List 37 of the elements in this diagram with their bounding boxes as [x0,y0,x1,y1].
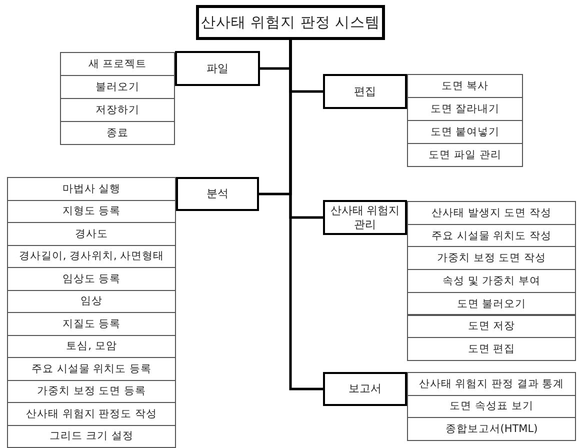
item-box: 도면 파일 관리 [407,143,523,167]
item-box: 도면 속성표 보기 [407,394,576,418]
item-box: 그리드 크기 설정 [7,424,176,448]
item-box: 종합보고서(HTML) [407,417,576,440]
item-box: 산사태 발생지 도면 작성 [407,201,576,225]
item-box: 도면 잘라내기 [407,97,523,121]
item-box: 경사길이, 경사위치, 사면형태 [7,244,176,268]
category-box: 보고서 [323,372,407,406]
item-box: 도면 저장 [407,314,576,338]
item-box: 속성 및 가중치 부여 [407,269,576,293]
item-box: 산사태 위험지 판정 결과 통계 [407,372,576,396]
item-box: 도면 복사 [407,74,523,98]
item-box: 주요 시설물 위치도 등록 [7,357,176,380]
item-box: 도면 붙여넣기 [407,120,523,144]
item-box: 가중치 보정 도면 작성 [407,246,576,270]
connector-line [289,40,323,390]
item-box: 경사도 [7,222,176,246]
item-box: 새 프로젝트 [60,52,175,76]
item-box: 임상도 등록 [7,267,176,290]
item-box: 불러오기 [60,75,175,99]
item-box: 종료 [60,121,175,145]
item-box: 도면 불러오기 [407,292,576,316]
item-box: 토심, 모암 [7,334,176,358]
item-box: 산사태 위험지 판정도 작성 [7,402,176,426]
item-box: 도면 편집 [407,337,576,361]
item-box: 가중치 보정 도면 등록 [7,380,176,403]
category-box: 분석 [176,177,259,211]
item-box: 임상 [7,290,176,313]
item-box: 마법사 실행 [7,177,176,200]
category-box: 편집 [323,74,407,109]
category-box: 산사태 위험지 관리 [323,200,407,235]
item-box: 지형도 등록 [7,200,176,223]
title-box: 산사태 위험지 판정 시스템 [196,5,385,40]
category-box: 파일 [175,51,260,86]
item-box: 지질도 등록 [7,312,176,336]
item-box: 주요 시설물 위치도 작성 [407,224,576,248]
item-box: 저장하기 [60,98,175,122]
